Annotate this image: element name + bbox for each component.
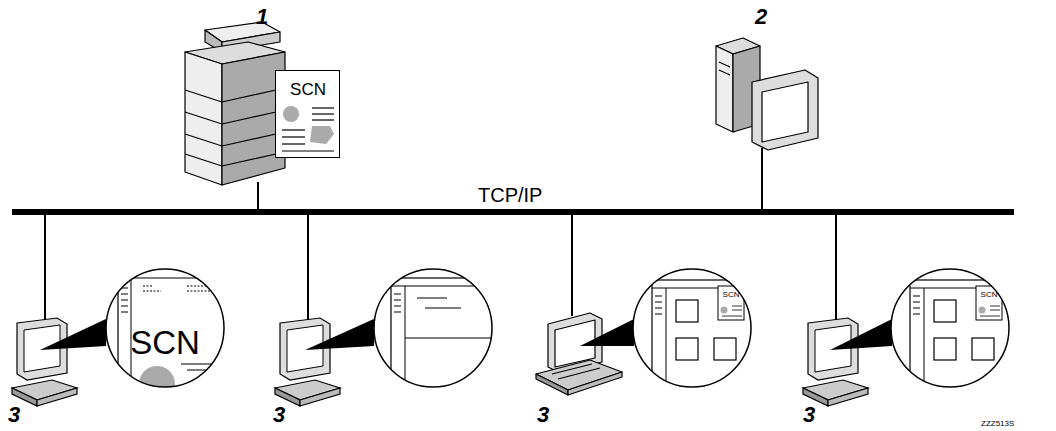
screen-magnifier: SCN: [105, 268, 225, 388]
node-text: SCN: [981, 291, 998, 299]
screen-magnifier: SCN: [632, 268, 752, 388]
callout-number: 3: [537, 404, 549, 426]
circle-outline: [890, 268, 1010, 388]
network-label: TCP/IP: [478, 185, 542, 205]
node-text: SCN: [290, 81, 326, 98]
callout-number: 3: [8, 404, 20, 426]
node-text: SCN: [723, 291, 740, 299]
callout-number: 3: [273, 404, 285, 426]
screen-magnifier: SCN: [890, 268, 1010, 388]
scanned-sheet: SCN: [275, 70, 340, 158]
node-text: SCN: [130, 326, 200, 359]
circle-outline: [632, 268, 752, 388]
callout-number: 1: [256, 6, 268, 28]
figure-code: ZZZ513S: [981, 420, 1014, 428]
callout-number: 3: [803, 404, 815, 426]
callout-number: 2: [755, 6, 767, 28]
